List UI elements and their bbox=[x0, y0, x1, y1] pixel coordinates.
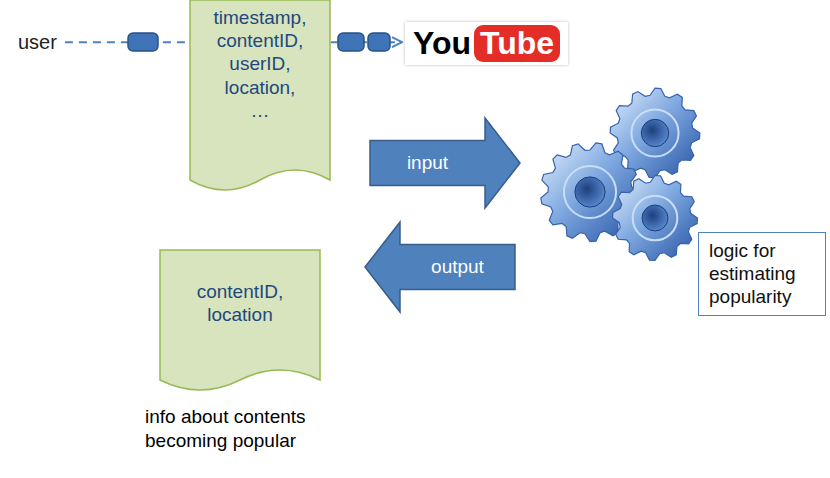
data-packet bbox=[128, 33, 158, 51]
process-box: logic for estimating popularity bbox=[698, 232, 826, 316]
data-packet bbox=[338, 33, 364, 51]
logo-box: YouTube bbox=[405, 22, 568, 65]
gear bbox=[613, 176, 698, 261]
gears-illustration bbox=[541, 88, 700, 260]
node-text: contentID, location bbox=[197, 280, 284, 326]
gear-hub bbox=[575, 177, 605, 207]
document-shape: timestamp, contentID, userID, location, … bbox=[190, 0, 330, 200]
caption-note: info about contents becoming popular bbox=[145, 405, 350, 453]
node-text: input bbox=[370, 151, 485, 174]
document-shape: contentID, location bbox=[160, 250, 320, 400]
actor-name: user bbox=[18, 30, 57, 54]
data-packet bbox=[368, 33, 390, 51]
gear-body bbox=[610, 88, 700, 178]
gear-hub bbox=[642, 205, 668, 231]
gear-body bbox=[613, 176, 698, 261]
logo-text: You bbox=[413, 25, 471, 62]
node-text: timestamp, contentID, userID, location, … bbox=[214, 6, 307, 122]
gear bbox=[610, 88, 700, 178]
node-text: logic for estimating popularity bbox=[709, 239, 815, 309]
gear-rim bbox=[633, 196, 678, 241]
gear-hub bbox=[641, 119, 668, 146]
block-arrow: output bbox=[365, 222, 515, 312]
gear-rim bbox=[564, 166, 616, 218]
actor-label: user bbox=[18, 30, 57, 54]
gear-rim bbox=[631, 109, 678, 156]
node-text: output bbox=[400, 255, 515, 278]
logo-text: Tube bbox=[474, 25, 560, 62]
block-arrow: input bbox=[370, 118, 520, 208]
